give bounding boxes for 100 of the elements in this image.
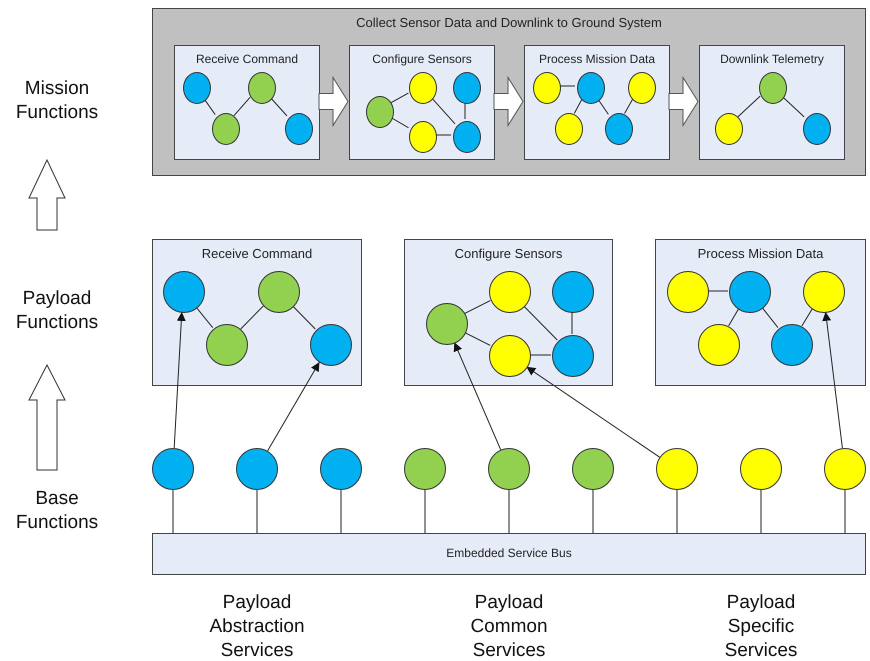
connector-line: [844, 490, 846, 534]
service-circle: [310, 324, 352, 366]
connector-line: [508, 490, 510, 534]
service-group-label: Payload Abstraction Services: [208, 591, 306, 661]
connector-line: [292, 306, 316, 330]
service-circle: [453, 72, 481, 104]
service-circle: [488, 448, 530, 490]
connector-line: [708, 290, 728, 292]
service-circle: [715, 113, 743, 145]
connector-line: [464, 102, 466, 120]
function-panel: [699, 45, 845, 160]
connector-line: [574, 99, 582, 114]
arrow: [454, 342, 502, 450]
connector-line: [781, 96, 805, 118]
connector-line: [592, 490, 594, 534]
connector-line: [430, 96, 456, 124]
connector-line: [233, 96, 251, 116]
mission-panel: [152, 8, 866, 176]
connector-line: [760, 490, 762, 534]
level-label: Mission Functions: [14, 77, 100, 125]
function-panel: [349, 45, 495, 160]
service-circle: [453, 121, 481, 153]
panel-title: Downlink Telemetry: [720, 52, 824, 66]
service-circle: [698, 324, 740, 366]
service-circle: [489, 271, 531, 313]
block-arrow: [494, 76, 524, 128]
connector-line: [390, 92, 409, 104]
service-bus-bar: [152, 533, 866, 575]
service-circle: [248, 72, 276, 104]
function-panel: [524, 45, 670, 160]
service-circle: [628, 72, 656, 104]
panel-title: Receive Command: [196, 52, 298, 66]
service-circle: [163, 271, 205, 313]
service-circle: [667, 271, 709, 313]
service-circle: [236, 448, 278, 490]
connector-line: [240, 306, 264, 330]
service-group-label: Payload Specific Services: [724, 591, 798, 661]
connector-line: [801, 308, 813, 327]
connector-line: [434, 134, 452, 136]
service-circle: [206, 324, 248, 366]
service-circle: [409, 121, 437, 153]
service-circle: [404, 448, 446, 490]
panel-title: Receive Command: [202, 246, 312, 261]
arrow: [174, 311, 186, 449]
service-circle: [533, 72, 561, 104]
connector-line: [464, 332, 491, 346]
block-arrow: [668, 76, 699, 128]
service-circle: [212, 113, 240, 145]
connector-line: [762, 306, 778, 328]
service-circle: [552, 271, 594, 313]
service-circle: [803, 271, 845, 313]
service-circle: [183, 72, 211, 104]
function-panel: [404, 239, 613, 386]
service-circle: [803, 113, 831, 145]
service-circle: [409, 72, 437, 104]
service-circle: [740, 448, 782, 490]
connector-line: [728, 308, 739, 326]
service-circle: [759, 72, 787, 104]
service-circle: [572, 448, 614, 490]
panel-title: Configure Sensors: [372, 52, 472, 66]
service-circle: [258, 271, 300, 313]
panel-title: Process Mission Data: [538, 52, 656, 66]
function-panel: [655, 239, 866, 386]
service-circle: [771, 324, 813, 366]
service-circle: [729, 271, 771, 313]
connector-line: [256, 490, 258, 534]
function-panel: [174, 45, 320, 160]
panel-title: Collect Sensor Data and Downlink to Ground System: [356, 15, 662, 30]
connector-line: [464, 300, 491, 314]
connector-line: [196, 306, 214, 328]
service-circle: [489, 335, 531, 377]
service-circle: [366, 96, 394, 128]
connector-line: [737, 96, 761, 118]
service-circle: [824, 448, 866, 490]
connector-line: [172, 490, 174, 534]
arrow: [822, 311, 843, 449]
service-circle: [320, 448, 362, 490]
level-label: Base Functions: [14, 487, 100, 535]
connector-line: [676, 490, 678, 534]
block-arrow: [318, 76, 349, 128]
service-group-label: Payload Common Services: [469, 591, 549, 661]
connector-line: [270, 96, 288, 116]
level-label: Payload Functions: [14, 287, 100, 335]
service-circle: [426, 303, 468, 345]
service-circle: [552, 335, 594, 377]
service-circle: [285, 113, 313, 145]
panel-title: Configure Sensors: [454, 246, 562, 261]
connector-line: [523, 305, 558, 341]
bus-label: Embedded Service Bus: [446, 546, 572, 560]
service-circle: [152, 448, 194, 490]
connector-line: [530, 354, 552, 356]
service-circle: [577, 72, 605, 104]
service-circle: [555, 113, 583, 145]
connector-line: [624, 98, 633, 114]
service-circle: [605, 113, 633, 145]
arrow: [526, 366, 660, 458]
service-circle: [656, 448, 698, 490]
panel-title: Process Mission Data: [698, 246, 824, 261]
arrow: [267, 362, 320, 452]
connector-line: [424, 490, 426, 534]
